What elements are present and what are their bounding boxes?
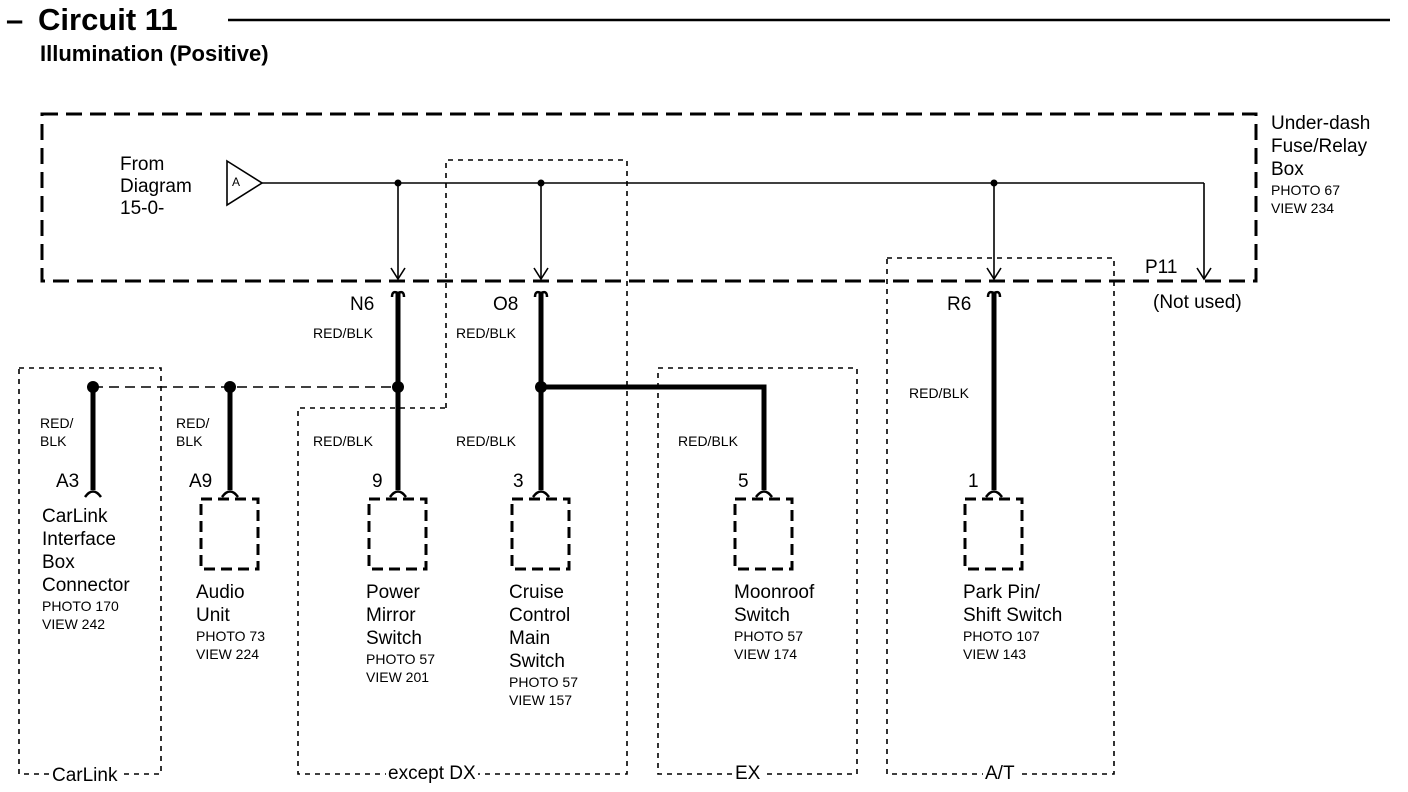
page-subtitle: Illumination (Positive) — [40, 41, 269, 66]
title-dash: – — [6, 2, 24, 37]
component-boxes — [199, 497, 1024, 571]
source-triangle-a — [226, 159, 264, 207]
component-cruise-control-main-switch: Cruise Control Main Switch PHOTO 57 VIEW… — [509, 582, 578, 708]
pin-9-label: 9 — [372, 471, 383, 492]
terminal-p11-label: P11 — [1145, 257, 1178, 278]
wire-color-a3: RED/ BLK — [40, 415, 74, 449]
wire-color-n6: RED/BLK — [313, 325, 373, 341]
zone-at-label: A/T — [983, 763, 1017, 784]
page-title: Circuit 11 — [38, 2, 178, 37]
component-carlink-connector: CarLink Interface Box Connector PHOTO 17… — [42, 506, 130, 632]
wire-color-a9: RED/ BLK — [176, 415, 210, 449]
splice-dots — [87, 381, 547, 393]
terminal-o8-label: O8 — [493, 294, 519, 315]
pin-a3-label: A3 — [56, 471, 80, 492]
fuse-box-outline — [40, 112, 1258, 283]
zone-except-dx-outline — [297, 159, 628, 775]
wire-color-pin9: RED/BLK — [313, 433, 373, 449]
component-pin-ends — [83, 490, 1004, 498]
zone-except-dx-label: except DX — [386, 763, 478, 784]
zone-ex-label: EX — [733, 763, 763, 784]
wire-color-pin3: RED/BLK — [456, 433, 516, 449]
zone-carlink-outline — [18, 367, 162, 775]
source-marker-label: A — [232, 175, 241, 189]
zone-at-outline — [886, 257, 1115, 775]
component-audio-unit: Audio Unit PHOTO 73 VIEW 224 — [196, 582, 265, 662]
internal-drops — [390, 183, 1212, 281]
terminal-r6-label: R6 — [947, 294, 972, 315]
zone-carlink-label: CarLink — [50, 765, 120, 786]
fuse-terminal-ends — [390, 290, 1002, 298]
pin-5-label: 5 — [738, 471, 749, 492]
pin-a9-label: A9 — [189, 471, 213, 492]
wire-color-r6: RED/BLK — [909, 385, 969, 401]
pin-1-label: 1 — [968, 471, 979, 492]
source-from-label: From Diagram 15-0- — [120, 154, 192, 219]
fuse-box-label: Under-dash Fuse/Relay Box PHOTO 67 VIEW … — [1271, 113, 1371, 216]
not-used-label: (Not used) — [1153, 292, 1242, 313]
pin-3-label: 3 — [513, 471, 524, 492]
component-park-pin-shift-switch: Park Pin/ Shift Switch PHOTO 107 VIEW 14… — [963, 582, 1063, 662]
component-moonroof-switch: Moonroof Switch PHOTO 57 VIEW 174 — [734, 582, 815, 662]
wire-color-o8: RED/BLK — [456, 325, 516, 341]
zone-ex-outline — [657, 367, 858, 775]
wire-color-pin5: RED/BLK — [678, 433, 738, 449]
component-power-mirror-switch: Power Mirror Switch PHOTO 57 VIEW 201 — [366, 582, 435, 685]
terminal-n6-label: N6 — [350, 294, 375, 315]
